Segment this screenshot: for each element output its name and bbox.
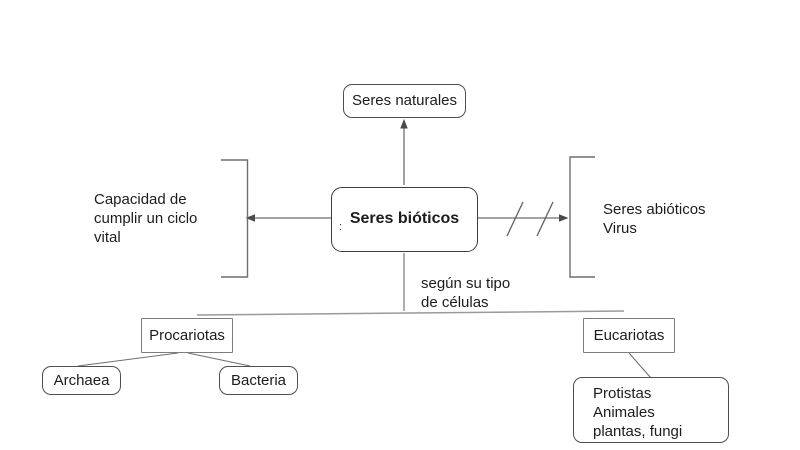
node-procariotas-label: Procariotas	[149, 326, 225, 344]
eucariotas-protistas-connector	[628, 352, 652, 379]
node-eucariotas[interactable]: Eucariotas	[583, 318, 675, 353]
node-eucariotas-label: Eucariotas	[593, 326, 665, 344]
node-archaea-label: Archaea	[53, 371, 110, 389]
node-seres-bioticos-label: Seres bióticos	[349, 210, 460, 228]
procariotas-bacteria-connector	[187, 352, 251, 367]
slash-mark-2	[536, 201, 554, 237]
procariotas-archaea-connector	[77, 352, 179, 367]
node-seres-bioticos[interactable]: : Seres bióticos	[331, 187, 478, 252]
left-bracket	[221, 159, 249, 278]
capacity-note: Capacidad de cumplir un ciclo vital	[94, 191, 198, 246]
colon-mark: :	[339, 221, 343, 233]
node-bacteria-label: Bacteria	[230, 371, 287, 389]
node-procariotas[interactable]: Procariotas	[141, 318, 233, 353]
slash-mark-1	[506, 201, 524, 237]
node-seres-naturales-label: Seres naturales	[351, 92, 458, 110]
up-arrowhead-icon	[400, 119, 408, 129]
right-bracket	[569, 156, 595, 278]
fork-line	[196, 310, 625, 316]
node-protistas-label: Protistas Animales plantas, fungi	[593, 385, 683, 440]
node-archaea[interactable]: Archaea	[42, 366, 121, 395]
cell-type-note: según su tipo de células	[421, 275, 511, 311]
node-seres-naturales[interactable]: Seres naturales	[343, 84, 466, 118]
node-protistas[interactable]: Protistas Animales plantas, fungi	[573, 377, 729, 443]
right-arrowhead-icon	[559, 214, 569, 222]
left-arrowhead-icon	[245, 214, 255, 222]
node-bacteria[interactable]: Bacteria	[219, 366, 298, 395]
abiotic-note: Seres abióticos Virus	[603, 201, 706, 237]
